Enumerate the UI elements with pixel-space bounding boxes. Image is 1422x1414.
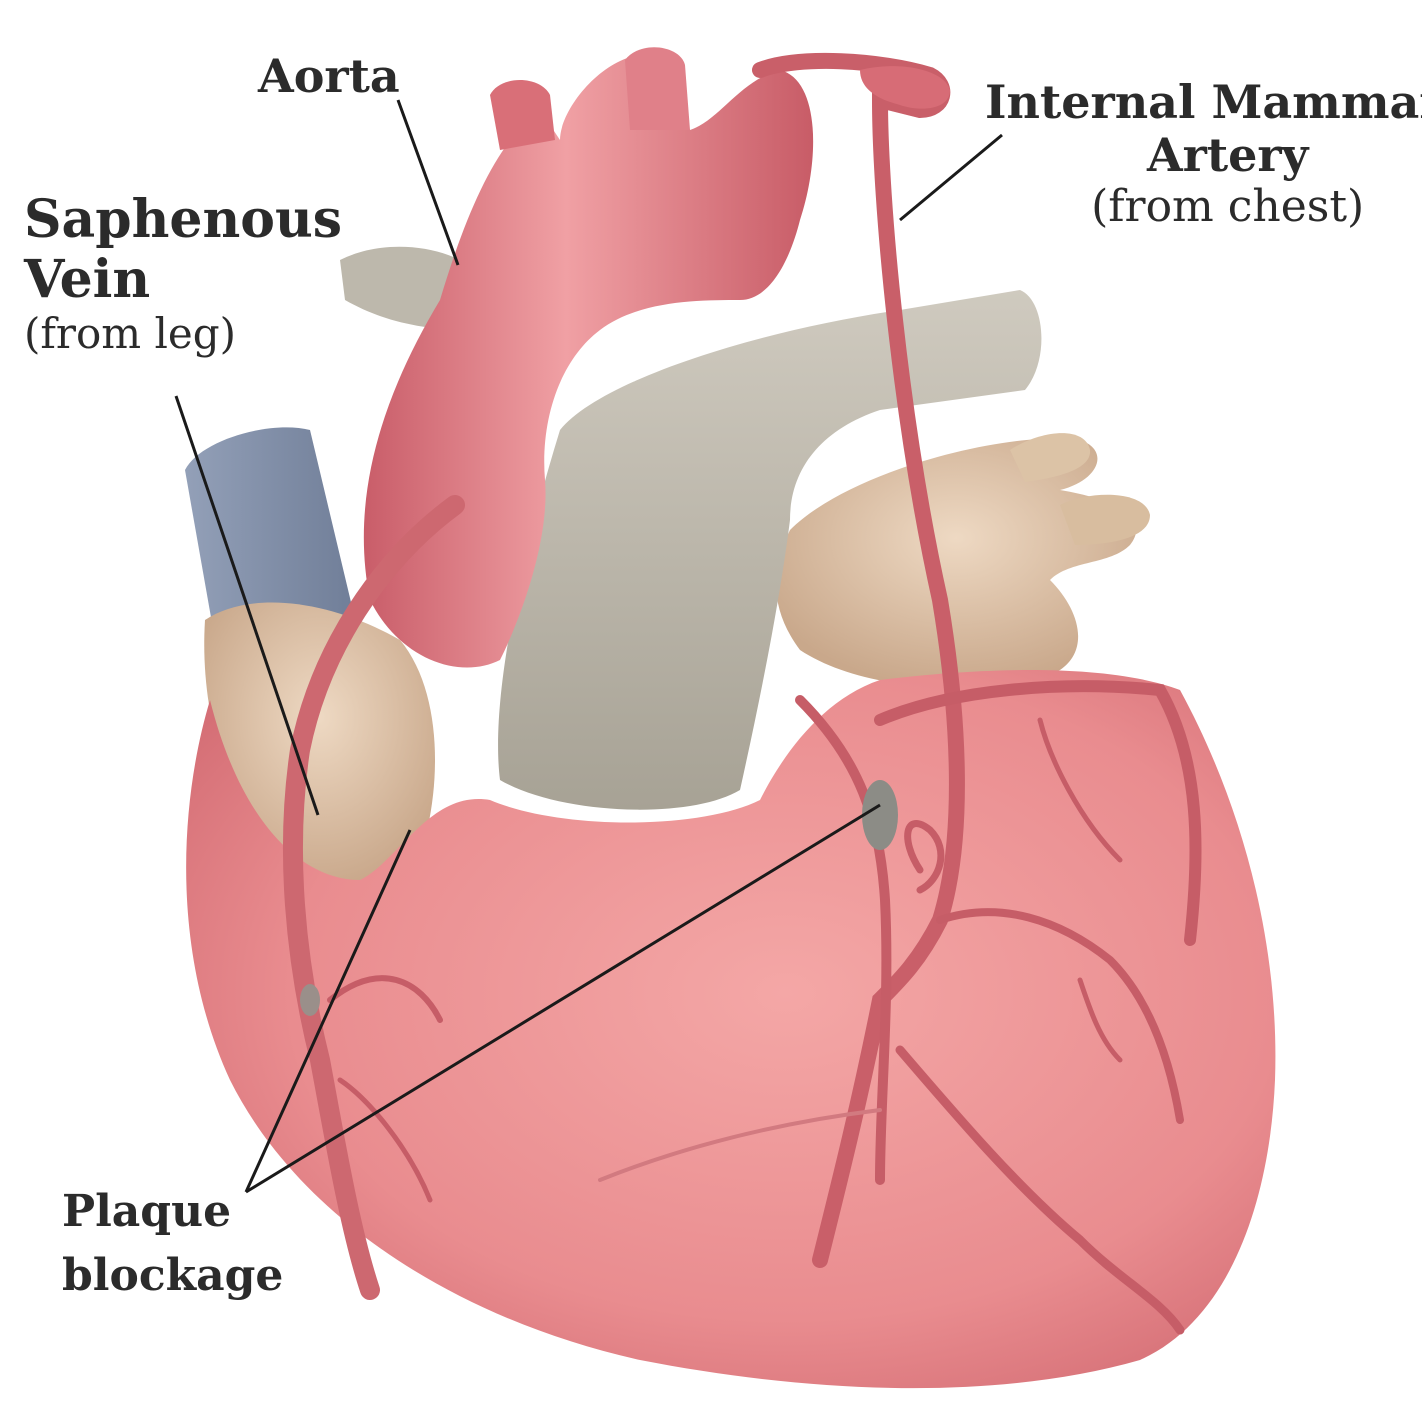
- aorta-leader-line: [396, 99, 460, 266]
- saphenous-label-line-2: Vein: [24, 248, 151, 310]
- saphenous-leader-line: [174, 395, 320, 816]
- ima-leader-line: [899, 133, 1003, 222]
- ima-stump: [860, 66, 950, 109]
- saphenous-label-line-1: Saphenous: [24, 189, 343, 250]
- plaque-blockage-lad: [862, 780, 898, 850]
- pulmonary-vein-2: [1060, 494, 1150, 545]
- left-atrium: [776, 438, 1137, 688]
- plaque-leader-line-2: [244, 829, 412, 1193]
- saphenous-vein-label: Saphenous Vein (from leg): [24, 190, 342, 358]
- plaque-blockage-rca: [300, 984, 320, 1016]
- coronary-vessels: [327, 680, 1202, 1335]
- aortic-branch-1: [490, 80, 555, 150]
- ventricles: [186, 670, 1276, 1389]
- ima-label-line-2: Artery: [1146, 127, 1309, 182]
- leader-lines: [174, 99, 1003, 1194]
- plaque-blockage-label: Plaque blockage: [62, 1180, 283, 1308]
- ima-label-line-3: (from chest): [1091, 180, 1365, 232]
- plaque-label-line-2: blockage: [62, 1249, 284, 1301]
- vena-cava: [185, 427, 360, 657]
- aorta-label: Aorta: [258, 49, 400, 103]
- ima-label-line-1: Internal Mammary: [985, 75, 1422, 129]
- plaque-label-line-1: Plaque: [62, 1186, 232, 1237]
- right-atrium: [204, 602, 435, 890]
- aorta: [363, 55, 814, 668]
- internal-mammary-artery-label: Internal Mammary Artery (from chest): [985, 76, 1422, 232]
- saphenous-vein-graft: [282, 495, 465, 1300]
- pulmonary-trunk: [498, 290, 1042, 810]
- pulmonary-vein-1: [1010, 433, 1091, 482]
- saphenous-label-line-3: (from leg): [24, 308, 237, 358]
- aortic-branch-2: [625, 47, 690, 131]
- plaque-leader-line-1: [245, 803, 881, 1194]
